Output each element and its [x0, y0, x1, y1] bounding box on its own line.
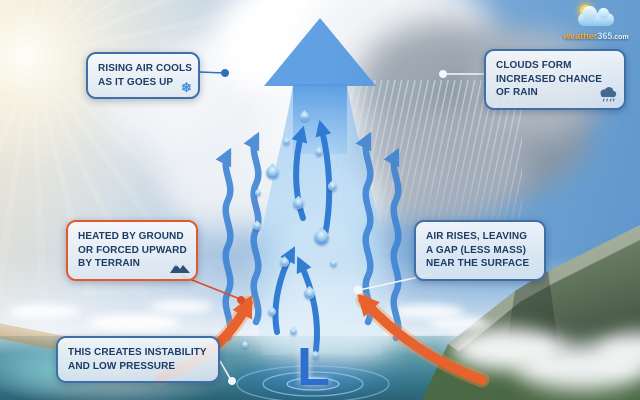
snowflake-icon: ❄ [181, 80, 192, 95]
callout-heated-ground: HEATED BY GROUND OR FORCED UPWARD BY TER… [66, 220, 198, 281]
callout-text: AS IT GOES UP [98, 76, 174, 88]
wavy-arrow-right-outer [383, 147, 402, 342]
weather365-logo: weather365.com [558, 5, 634, 41]
callout-text: OR FORCED UPWARD [78, 244, 187, 256]
updraft-arrow-head [264, 18, 376, 86]
cloud-puff [8, 304, 80, 319]
callout-text: HEATED BY GROUND [78, 231, 184, 242]
column-arrow [291, 125, 308, 221]
cloud-puff [428, 317, 488, 330]
callout-rising-air: RISING AIR COOLS AS IT GOES UP ❄ [86, 52, 200, 99]
column-arrow [272, 246, 295, 335]
leader-dot [439, 70, 447, 78]
mountain-sunlit-ridge [448, 225, 640, 352]
logo-cloud-icon [578, 6, 614, 26]
logo-text: weather365.com [558, 31, 634, 41]
callout-text: AIR RISES, LEAVING [426, 231, 528, 242]
low-pressure-glow [222, 352, 404, 400]
column-arrow [315, 119, 333, 238]
callout-text: A GAP (LESS MASS) [426, 244, 527, 256]
logo-sun-cloud-icon [574, 5, 618, 29]
leader-dot [237, 296, 245, 304]
leader-line [219, 360, 232, 381]
mountain-icon [170, 261, 190, 276]
callout-text: CLOUDS FORM [496, 60, 572, 71]
logo-tld: .com [612, 34, 629, 41]
leader-dot [353, 285, 363, 295]
callout-text: THIS CREATES INSTABILITY [68, 347, 207, 358]
cloud-puff [392, 304, 464, 319]
callout-text: NEAR THE SURFACE [426, 258, 530, 269]
callout-text: RISING AIR COOLS [98, 63, 193, 74]
logo-number: 365 [597, 31, 613, 41]
callout-text: BY TERRAIN [78, 258, 140, 269]
updraft-column [256, 84, 386, 355]
cloud-puff [88, 314, 180, 331]
rain-cloud-icon [598, 86, 618, 105]
wavy-arrow-left-outer [215, 147, 234, 342]
callout-instability: THIS CREATES INSTABILITY AND LOW PRESSUR… [56, 336, 220, 383]
leader-dot [228, 377, 236, 385]
leader-line [199, 71, 225, 74]
callout-air-rises: AIR RISES, LEAVING A GAP (LESS MASS) NEA… [414, 220, 546, 281]
wavy-arrow-right-inner [355, 131, 374, 326]
column-arrow [296, 256, 321, 353]
cloud-puff [150, 300, 212, 313]
callout-text: OF RAIN [496, 87, 538, 98]
leader-dot [221, 69, 229, 77]
logo-word: weather [563, 31, 598, 41]
callout-text: INCREASED CHANCE [496, 73, 603, 85]
convergence-arrow-right [357, 293, 487, 385]
callout-clouds-form: CLOUDS FORM INCREASED CHANCE OF RAIN [484, 49, 626, 110]
callout-text: AND LOW PRESSURE [68, 360, 176, 372]
low-pressure-symbol: L [297, 337, 330, 397]
